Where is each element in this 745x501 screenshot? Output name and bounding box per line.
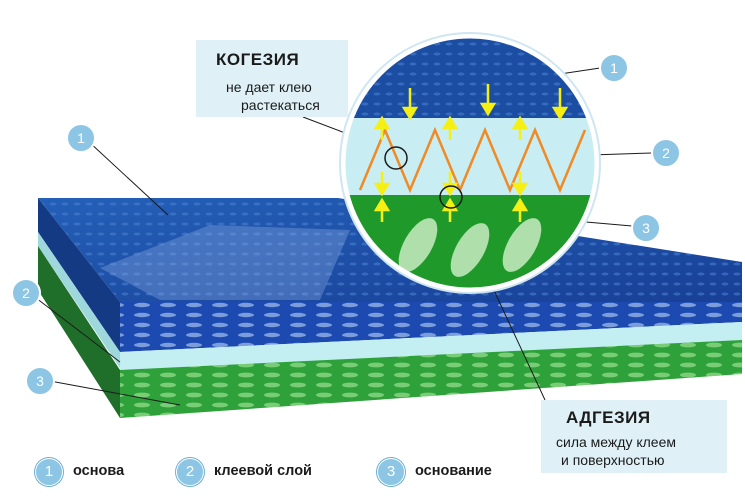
cohesion-zoom-ring: [384, 146, 408, 170]
adhesion-title: АДГЕЗИЯ: [566, 408, 651, 427]
top-layer-base: [38, 198, 742, 352]
adhesion-zoom-ring: [439, 185, 463, 209]
legend-number-badge: 3: [377, 458, 405, 486]
adhesion-line-1: сила между клеем: [556, 434, 676, 450]
substrate-layer: [38, 246, 742, 418]
adhesion-callout: АДГЕЗИЯ сила между клеем и поверхностью: [541, 400, 727, 473]
svg-text:3: 3: [36, 373, 44, 389]
badge-3-right: 3: [631, 213, 661, 243]
svg-text:3: 3: [642, 220, 650, 236]
cohesion-title: КОГЕЗИЯ: [216, 50, 300, 69]
svg-text:2: 2: [662, 145, 670, 161]
svg-text:2: 2: [22, 285, 30, 301]
legend-label: клеевой слой: [214, 463, 312, 479]
badge-1-left: 1: [66, 123, 96, 153]
legend-number-badge: 1: [35, 458, 63, 486]
svg-text:1: 1: [610, 60, 618, 76]
svg-text:1: 1: [77, 130, 85, 146]
badge-2-right: 2: [651, 138, 681, 168]
adhesive-layer: [38, 232, 742, 372]
badge-1-right: 1: [599, 53, 629, 83]
legend-label: основание: [415, 463, 492, 479]
badge-3-left: 3: [25, 366, 55, 396]
cohesion-line-2: растекаться: [241, 97, 320, 113]
badge-2-left: 2: [11, 278, 41, 308]
cohesion-line-1: не дает клею: [226, 79, 312, 95]
legend-number-badge: 2: [176, 458, 204, 486]
adhesion-line-2: и поверхностью: [561, 452, 665, 468]
cohesion-callout: КОГЕЗИЯ не дает клею растекаться: [196, 40, 348, 117]
legend-label: основа: [73, 463, 125, 479]
magnifier-rim: [340, 33, 600, 293]
